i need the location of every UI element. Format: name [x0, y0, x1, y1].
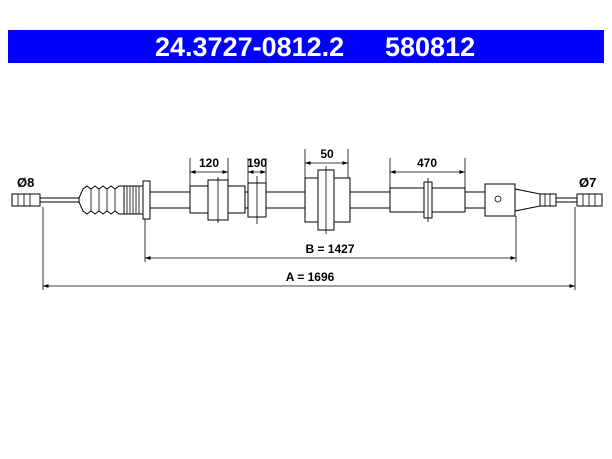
dimension-label-120: 120 — [199, 156, 219, 170]
threaded-section — [123, 185, 144, 215]
dimension-label-50: 50 — [320, 147, 334, 161]
grommet-component — [304, 166, 351, 234]
left-inner-wire — [40, 197, 79, 203]
dimension-120 — [189, 158, 229, 186]
sleeve-component-2 — [389, 178, 466, 222]
dimension-b — [144, 216, 517, 262]
clip-component — [247, 176, 267, 224]
dimension-label-190: 190 — [247, 156, 267, 170]
dimension-a — [42, 207, 576, 290]
header-bar — [8, 30, 604, 63]
dimension-190 — [247, 158, 267, 183]
right-ferrule — [576, 193, 603, 207]
dimension-label-a: A = 1696 — [286, 270, 335, 284]
right-inner-wire — [556, 197, 577, 203]
sleeve-component-1 — [189, 177, 246, 223]
dimension-label-470: 470 — [417, 156, 437, 170]
part-number: 24.3727-0812.2 — [155, 32, 344, 62]
bellows-boot — [78, 185, 125, 215]
right-connector — [484, 183, 557, 217]
dimension-50 — [304, 149, 349, 178]
reference-number: 580812 — [385, 32, 475, 62]
dimension-label-b: B = 1427 — [305, 242, 354, 256]
dimension-470 — [389, 158, 466, 188]
right-diameter-label: Ø7 — [579, 175, 596, 190]
left-diameter-label: Ø8 — [17, 175, 34, 190]
left-flange — [142, 180, 151, 220]
left-ferrule — [11, 193, 41, 207]
